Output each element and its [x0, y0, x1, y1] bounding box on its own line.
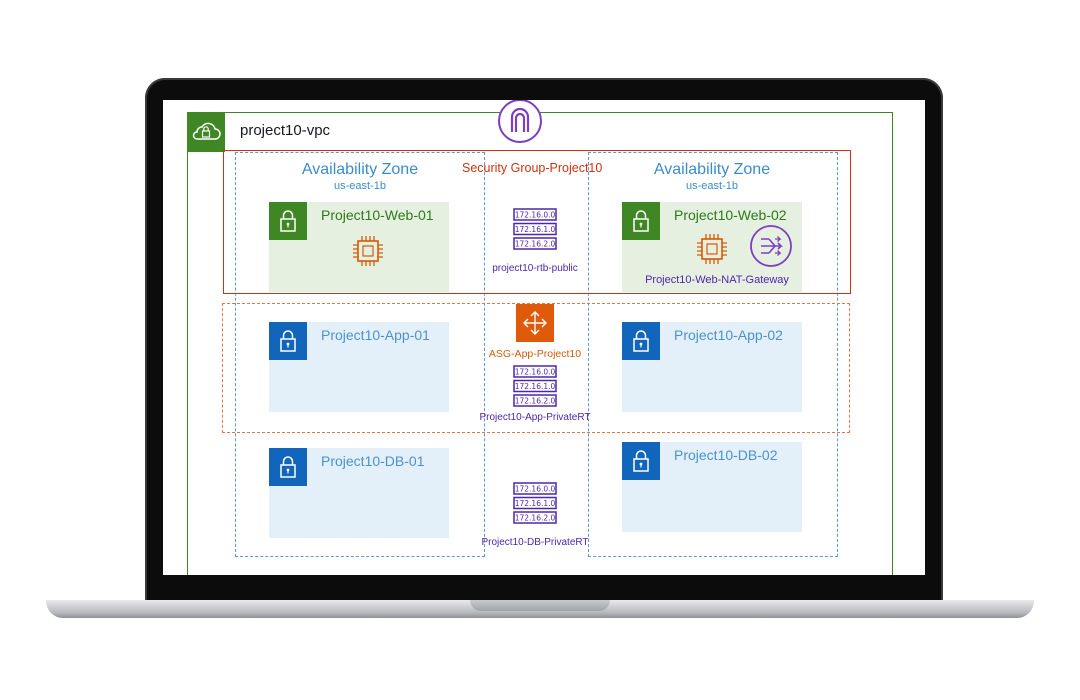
- lock-icon: [622, 442, 660, 480]
- route-table-icon: 172.16.0.0 172.16.1.0 172.16.2.0: [513, 365, 557, 407]
- availability-zone-2: [588, 152, 838, 557]
- subnet-app-01-title: Project10-App-01: [321, 327, 430, 343]
- security-group-boundary: [223, 150, 851, 294]
- ec2-chip-icon: [694, 231, 730, 267]
- az-2-region: us-east-1b: [686, 180, 738, 192]
- nat-gateway-icon: [749, 224, 793, 268]
- vpc-title: project10-vpc: [240, 122, 331, 139]
- route-entry: 172.16.2.0: [515, 514, 556, 523]
- subnet-app-02-title: Project10-App-02: [674, 327, 783, 343]
- availability-zone-1: [235, 152, 485, 557]
- vpc-badge: [187, 112, 225, 152]
- laptop-screen: project10-vpc Availability Zone us-east-…: [163, 100, 925, 575]
- ec2-chip-icon: [350, 233, 386, 269]
- az-1-title: Availability Zone: [301, 161, 419, 178]
- subnet-web-01-title: Project10-Web-01: [321, 207, 434, 223]
- internet-gateway-icon: [497, 100, 543, 144]
- subnet-web-02-title: Project10-Web-02: [674, 207, 787, 223]
- route-entry: 172.16.0.0: [515, 211, 556, 220]
- route-table-icon: 172.16.0.0 172.16.1.0 172.16.2.0: [513, 482, 557, 524]
- asg-boundary: [222, 303, 850, 433]
- laptop-notch: [470, 600, 610, 611]
- route-entry: 172.16.1.0: [515, 382, 556, 391]
- rtb-public-label: project10-rtb-public: [492, 263, 578, 274]
- rtb-app-label: Project10-App-PrivateRT: [479, 412, 591, 423]
- lock-icon: [622, 322, 660, 360]
- route-table-icon: 172.16.0.0 172.16.1.0 172.16.2.0: [513, 208, 557, 250]
- lock-icon: [269, 448, 307, 486]
- az-1-region: us-east-1b: [334, 180, 386, 192]
- cloud-lock-icon: [187, 112, 225, 152]
- route-entry: 172.16.2.0: [515, 397, 556, 406]
- lock-icon: [622, 202, 660, 240]
- subnet-db-02-title: Project10-DB-02: [674, 447, 778, 463]
- route-entry: 172.16.0.0: [515, 485, 556, 494]
- route-entry: 172.16.0.0: [515, 368, 556, 377]
- rtb-db-label: Project10-DB-PrivateRT: [481, 537, 589, 548]
- asg-label: ASG-App-Project10: [488, 348, 582, 360]
- az-2-title: Availability Zone: [653, 161, 771, 178]
- lock-icon: [269, 322, 307, 360]
- route-entry: 172.16.1.0: [515, 225, 556, 234]
- route-entry: 172.16.1.0: [515, 499, 556, 508]
- auto-scaling-icon: [516, 304, 554, 342]
- route-entry: 172.16.2.0: [515, 240, 556, 249]
- subnet-db-01-title: Project10-DB-01: [321, 453, 425, 469]
- nat-gateway-label: Project10-Web-NAT-Gateway: [645, 274, 789, 286]
- security-group-title: Security Group-Project10: [462, 161, 603, 175]
- lock-icon: [269, 202, 307, 240]
